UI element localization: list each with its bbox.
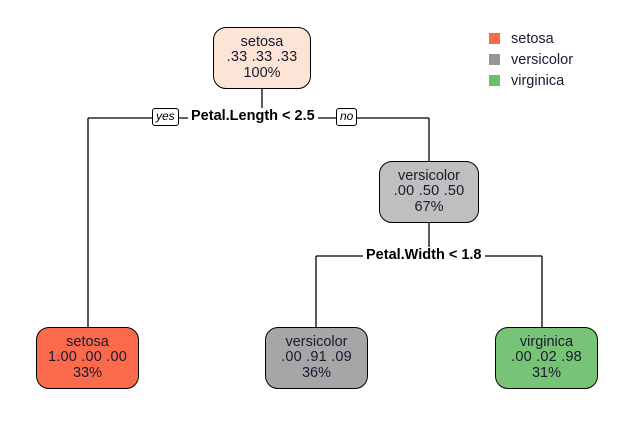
node-sample-percent: 36% <box>301 364 332 381</box>
legend-item-versicolor: versicolor <box>489 49 573 70</box>
legend-label: virginica <box>511 72 565 89</box>
legend-label: setosa <box>511 30 554 47</box>
legend-color-swatch <box>489 54 500 65</box>
node-class-probabilities: .33 .33 .33 <box>226 49 298 66</box>
node-class-probabilities: .00 .02 .98 <box>511 349 582 366</box>
node-class-label: versicolor <box>397 167 461 184</box>
node-class-label: setosa <box>240 33 284 50</box>
node-class-probabilities: .00 .50 .50 <box>393 183 465 200</box>
node-class-probabilities: .00 .91 .09 <box>281 349 352 366</box>
split-no-tag: no <box>336 108 358 126</box>
node-class-label: versicolor <box>285 333 348 350</box>
node-sample-percent: 31% <box>531 364 562 381</box>
legend-color-swatch <box>489 33 500 44</box>
split-yes-tag: yes <box>152 108 179 126</box>
node-sample-percent: 67% <box>414 198 444 215</box>
node-class-label: virginica <box>519 333 574 350</box>
node-sample-percent: 33% <box>72 364 103 381</box>
legend-color-swatch <box>489 75 500 86</box>
split-condition-2: Petal.Width < 1.8 <box>363 247 485 263</box>
legend-item-setosa: setosa <box>489 28 573 49</box>
class-legend: setosa versicolor virginica <box>489 28 573 91</box>
legend-label: versicolor <box>511 51 574 68</box>
split-condition-1: Petal.Length < 2.5 <box>188 108 318 124</box>
node-class-probabilities: 1.00 .00 .00 <box>48 349 127 366</box>
legend-item-virginica: virginica <box>489 70 573 91</box>
node-sample-percent: 100% <box>243 64 281 81</box>
node-class-label: setosa <box>66 333 109 350</box>
